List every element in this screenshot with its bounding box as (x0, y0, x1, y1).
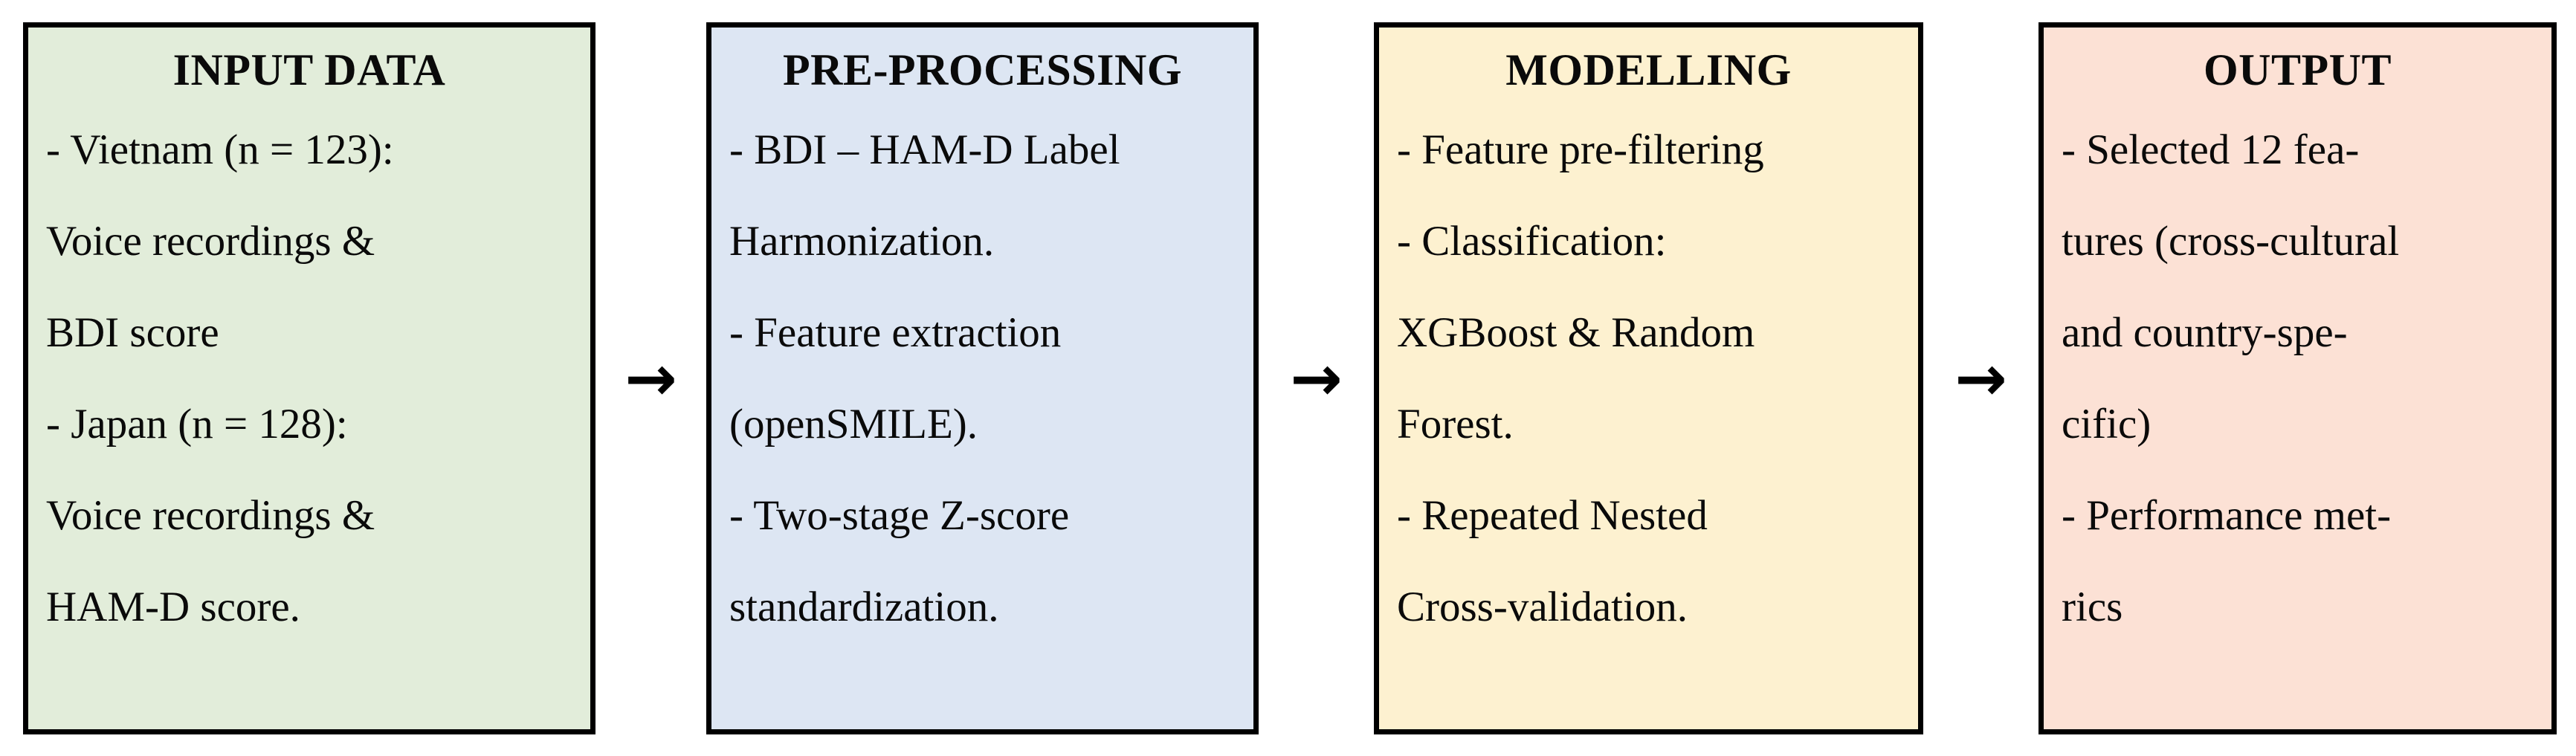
stage-title-output: OUTPUT (2203, 45, 2392, 94)
stage-line: - Classification: (1397, 218, 1667, 265)
stage-body-pre-processing: - BDI – HAM-D Label Harmonization. - Fea… (729, 104, 1236, 653)
stage-line: XGBoost & Random (1397, 309, 1755, 357)
stage-line: BDI score (46, 309, 219, 357)
arrow-input-to-preprocessing: → (595, 22, 706, 734)
stage-line: and country-spe- (2062, 309, 2348, 357)
stage-line: - Repeated Nested (1397, 492, 1708, 540)
stage-line: cific) (2062, 401, 2151, 448)
stage-box-output: OUTPUT - Selected 12 fea- tures (cross-c… (2038, 22, 2557, 734)
stage-box-modelling: MODELLING - Feature pre-filtering - Clas… (1374, 22, 1923, 734)
stage-body-output: - Selected 12 fea- tures (cross-cultural… (2062, 104, 2534, 653)
arrow-modelling-to-output: → (1923, 22, 2038, 734)
stage-line: - BDI – HAM-D Label (729, 126, 1120, 174)
stage-body-input-data: - Vietnam (n = 123): Voice recordings & … (46, 104, 572, 653)
stage-line: standardization. (729, 584, 999, 631)
stage-title-modelling: MODELLING (1505, 45, 1792, 94)
stage-line: - Two-stage Z-score (729, 492, 1070, 540)
stage-line: - Selected 12 fea- (2062, 126, 2360, 174)
stage-line: Voice recordings & (46, 492, 375, 540)
stage-line: (openSMILE). (729, 401, 978, 448)
stage-line: - Feature extraction (729, 309, 1062, 357)
stage-box-input-data: INPUT DATA - Vietnam (n = 123): Voice re… (23, 22, 595, 734)
right-arrow-icon: → (624, 341, 677, 415)
right-arrow-icon: → (1290, 341, 1343, 415)
stage-line: - Performance met- (2062, 492, 2392, 540)
right-arrow-icon: → (1954, 341, 2007, 415)
stage-title-input-data: INPUT DATA (172, 45, 446, 94)
stage-title-pre-processing: PRE-PROCESSING (782, 45, 1183, 94)
stage-line: tures (cross-cultural (2062, 218, 2400, 265)
stage-line: HAM-D score. (46, 584, 300, 631)
stage-line: Harmonization. (729, 218, 995, 265)
stage-line: - Japan (n = 128): (46, 401, 348, 448)
stage-line: Voice recordings & (46, 218, 375, 265)
stage-body-modelling: - Feature pre-filtering - Classification… (1397, 104, 1900, 653)
stage-line: rics (2062, 584, 2123, 631)
stage-line: - Feature pre-filtering (1397, 126, 1764, 174)
arrow-preprocessing-to-modelling: → (1259, 22, 1374, 734)
stage-box-pre-processing: PRE-PROCESSING - BDI – HAM-D Label Harmo… (706, 22, 1259, 734)
stage-line: - Vietnam (n = 123): (46, 126, 394, 174)
stage-line: Forest. (1397, 401, 1514, 448)
stage-line: Cross-validation. (1397, 584, 1688, 631)
